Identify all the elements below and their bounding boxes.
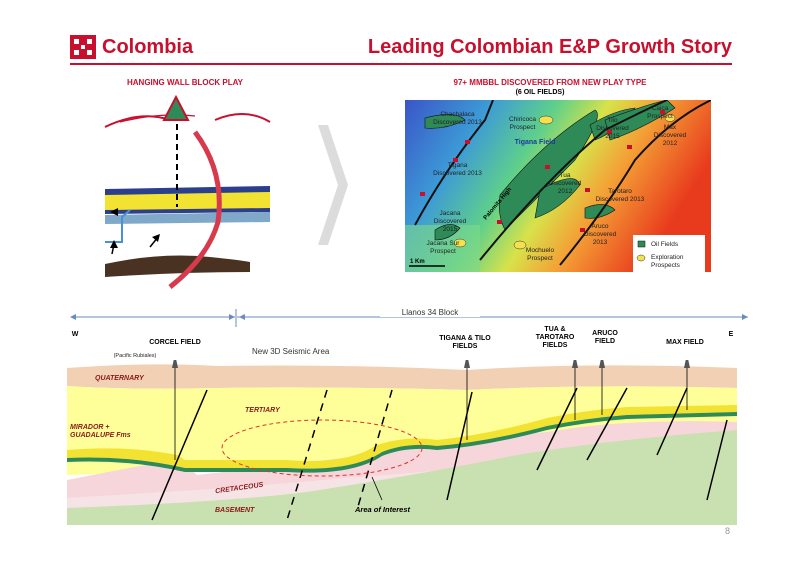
label-aruco-field: ARUCO FIELD [592,330,618,345]
legend-oil-fields: Oil Fields [651,241,679,248]
field-map [405,100,711,272]
label-chachalaca: Chachalaca Discovered 2013 [433,111,482,126]
label-tigana-tilo-fields: TIGANA & TILO FIELDS [439,335,491,350]
logo-icon [70,35,96,59]
map-scale: 1 Km [410,259,425,265]
label-jacana-sur: Jacana Sur Prospect [426,240,460,255]
seismic-label: New 3D Seismic Area [252,347,330,356]
header-divider [70,63,732,65]
label-tarotaro: Tarotaro Discovered 2013 [595,188,645,203]
label-max: Max Discovered 2012 [653,124,687,147]
chevron-right-icon [318,125,348,245]
label-corcel-field: CORCEL FIELD [149,339,201,346]
label-chiricoca: Chiricoca Prospect [508,116,537,131]
well-triangle-icon [162,94,190,121]
page-number: 8 [724,526,730,536]
label-tigana: Tigana Discovered 2013 [433,162,482,177]
block-label: Llanos 34 Block [380,308,480,317]
label-tua: Tua Discovered 2012 [548,172,582,195]
legend-exploration-prospects: Exploration Prospects [651,254,684,269]
label-area-of-interest: Area of Interest [355,505,411,514]
brand-name: Colombia [102,36,194,58]
label-east: E [728,331,734,338]
label-mirador: MIRADOR + GUADALUPE Fms [70,424,131,439]
label-tua-tarotaro-fields: TUA & TAROTARO FIELDS [535,326,575,349]
block-extent-arrow [70,309,748,327]
label-pacific: (Pacific Rubiales) [113,353,157,359]
label-basement: BASEMENT [215,507,255,514]
label-mochuelo: Mochuelo Prospect [525,247,555,262]
page-title: Leading Colombian E&P Growth Story [367,36,732,58]
label-tigana-field: Tigana Field [514,139,556,146]
hanging-wall-diagram [104,94,271,289]
left-panel-title: HANGING WALL BLOCK PLAY [126,78,243,87]
label-west: W [71,331,79,338]
map-subtitle: (6 OIL FIELDS) [515,89,565,96]
label-aruco: Aruco Discovered 2013 [583,223,617,246]
label-jacana: Jacana Discovered 2015 [433,210,467,233]
label-tertiary: TERTIARY [245,407,280,414]
map-title: 97+ MMBBL DISCOVERED FROM NEW PLAY TYPE [453,78,647,87]
label-caica: Caica Prospect [647,105,673,120]
label-tilo: Tilo Discovered 2015 [596,117,629,140]
label-quaternary: QUATERNARY [95,375,144,382]
label-max-field: MAX FIELD [666,339,704,346]
cross-section [67,360,737,525]
